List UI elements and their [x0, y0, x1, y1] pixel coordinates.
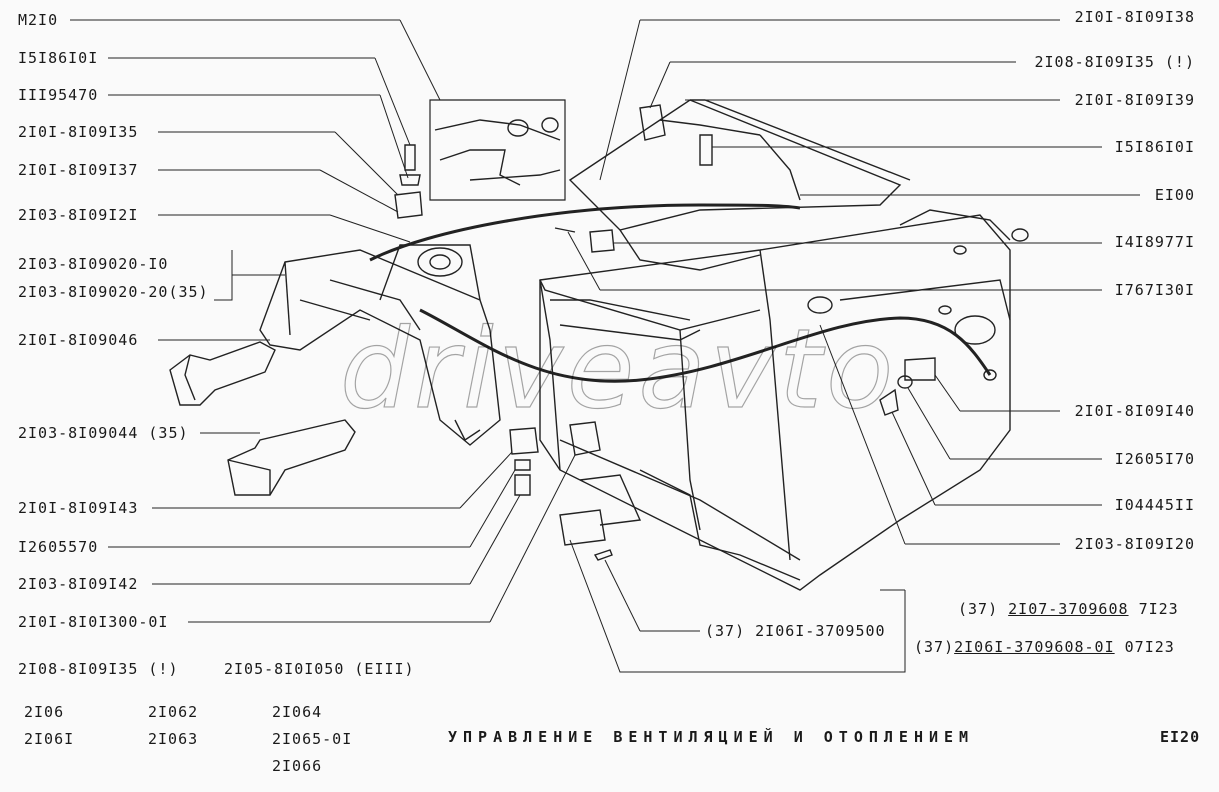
- control-cable-upper: [369, 203, 801, 262]
- variant-b-date: 07I23: [1124, 638, 1175, 656]
- page-title: УПРАВЛЕНИЕ ВЕНТИЛЯЦИЕЙ И ОТОПЛЕНИЕМ: [448, 728, 975, 746]
- lever-knob-lower: [227, 419, 356, 496]
- model-code: 2I065-0I: [272, 730, 353, 748]
- inset-detail: [429, 99, 566, 201]
- fasteners: [394, 104, 997, 496]
- label-right-7: I767I30I: [1112, 281, 1197, 299]
- model-code: 2I062: [148, 703, 199, 721]
- label-left-7: 2I03-8I09020-I0: [16, 255, 171, 273]
- model-code: 2I064: [272, 703, 323, 721]
- note-right: 2I05-8I0I050 (EIII): [222, 660, 417, 678]
- label-left-4: 2I0I-8I09I35: [16, 123, 141, 141]
- label-left-6: 2I03-8I09I2I: [16, 206, 141, 224]
- variant-a-date: 7I23: [1138, 600, 1179, 618]
- variant-a-prefix: (37): [958, 600, 999, 618]
- label-right-9: I2605I70: [1112, 450, 1197, 468]
- label-left-8: 2I03-8I09020-20(35): [16, 283, 211, 301]
- variant-b-code: 2I06I-3709608-0I: [954, 638, 1115, 656]
- label-left-9: 2I0I-8I09046: [16, 331, 141, 349]
- label-left-13: 2I03-8I09I42: [16, 575, 141, 593]
- label-right-4: I5I86I0I: [1112, 138, 1197, 156]
- control-cable-lower: [419, 308, 992, 383]
- label-right-6: I4I8977I: [1112, 233, 1197, 251]
- label-right-1: 2I0I-8I09I38: [1072, 8, 1197, 26]
- label-left-3: III95470: [16, 86, 101, 104]
- fan-switch: [559, 421, 642, 561]
- label-right-11: 2I03-8I09I20: [1072, 535, 1197, 553]
- label-right-10: I04445II: [1112, 496, 1197, 514]
- label-right-3: 2I0I-8I09I39: [1072, 91, 1197, 109]
- label-right-8: 2I0I-8I09I40: [1072, 402, 1197, 420]
- label-left-5: 2I0I-8I09I37: [16, 161, 141, 179]
- model-code: 2I063: [148, 730, 199, 748]
- label-left-12: I2605570: [16, 538, 101, 556]
- page-code: EI20: [1160, 728, 1201, 746]
- model-code: 2I06I: [24, 730, 75, 748]
- variant-a-code: 2I07-3709608: [1008, 600, 1129, 618]
- label-switch: (37) 2I06I-3709500: [703, 622, 888, 640]
- heater-housing: [539, 209, 1029, 591]
- label-left-10: 2I03-8I09044 (35): [16, 424, 191, 442]
- model-code: 2I06: [24, 703, 65, 721]
- control-bracket: [259, 244, 501, 446]
- air-flap-assembly: [568, 99, 911, 271]
- label-switch-variant-a: (37) 2I07-3709608 7I23: [956, 600, 1181, 618]
- label-switch-variant-b: (37)2I06I-3709608-0I 07I23: [912, 638, 1177, 656]
- note-left: 2I08-8I09I35 (!): [16, 660, 181, 678]
- label-right-2: 2I08-8I09I35 (!): [1032, 53, 1197, 71]
- lever-knob-upper: [169, 341, 276, 406]
- label-left-2: I5I86I0I: [16, 49, 101, 67]
- variant-b-prefix: (37): [914, 638, 955, 656]
- label-right-5: EI00: [1152, 186, 1197, 204]
- model-code: 2I066: [272, 757, 323, 775]
- label-left-14: 2I0I-8I0I300-0I: [16, 613, 171, 631]
- leader-lines: [70, 19, 1140, 673]
- label-left-1: M2I0: [16, 11, 61, 29]
- label-left-11: 2I0I-8I09I43: [16, 499, 141, 517]
